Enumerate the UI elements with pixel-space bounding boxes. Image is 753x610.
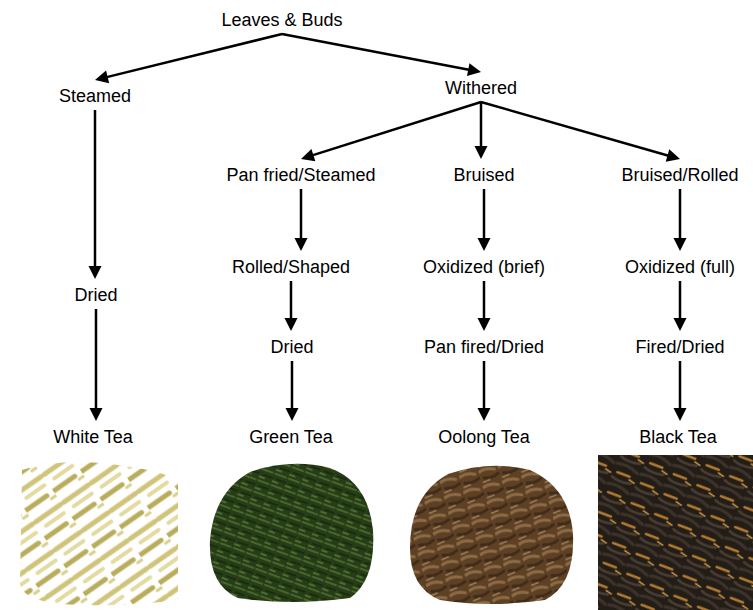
step-node: Bruised bbox=[451, 163, 516, 187]
process-arrow bbox=[674, 281, 687, 331]
step-node: Green Tea bbox=[247, 425, 335, 449]
arrow-head bbox=[674, 238, 687, 251]
arrow-line bbox=[679, 361, 682, 410]
step-label: Fired/Dried bbox=[635, 336, 724, 358]
process-arrow bbox=[477, 281, 490, 331]
process-arrow bbox=[478, 361, 491, 421]
arrow-line bbox=[291, 361, 294, 410]
arrow-line bbox=[106, 34, 282, 77]
step-node: Fired/Dried bbox=[633, 335, 726, 359]
arrow-head bbox=[285, 408, 298, 421]
step-node: Dried bbox=[72, 283, 119, 307]
black-tea-photo bbox=[598, 455, 753, 610]
arrow-line bbox=[95, 309, 98, 410]
green-tea-photo bbox=[205, 457, 375, 605]
step-node: Oxidized (brief) bbox=[421, 255, 547, 279]
step-label: Black Tea bbox=[639, 426, 717, 448]
arrow-line bbox=[679, 189, 682, 240]
process-arrow bbox=[478, 189, 491, 251]
arrow-line bbox=[290, 281, 293, 320]
step-label: Leaves & Buds bbox=[221, 9, 342, 31]
oolong-tea-photo bbox=[405, 460, 575, 608]
step-label: Oolong Tea bbox=[438, 426, 530, 448]
process-arrow bbox=[285, 281, 298, 331]
white-tea-photo bbox=[18, 456, 180, 610]
step-label: Dried bbox=[270, 336, 313, 358]
process-arrow bbox=[481, 102, 680, 162]
step-label: Pan fired/Dried bbox=[424, 336, 544, 358]
arrow-head bbox=[295, 238, 308, 251]
step-node: Oxidized (full) bbox=[623, 255, 737, 279]
process-arrow bbox=[295, 189, 308, 251]
process-arrow bbox=[301, 102, 481, 161]
step-label: Dried bbox=[74, 284, 117, 306]
step-label: Green Tea bbox=[249, 426, 333, 448]
arrow-head bbox=[301, 149, 315, 161]
arrow-line bbox=[311, 102, 481, 156]
arrow-head bbox=[475, 146, 488, 159]
arrow-head bbox=[477, 318, 490, 331]
step-node: Bruised/Rolled bbox=[619, 163, 740, 187]
process-arrow bbox=[89, 309, 102, 421]
arrow-head bbox=[88, 266, 101, 279]
black-tea-leaves bbox=[598, 455, 753, 610]
step-label: Oxidized (full) bbox=[625, 256, 735, 278]
step-label: Rolled/Shaped bbox=[232, 256, 350, 278]
process-arrow bbox=[282, 34, 481, 76]
step-label: Bruised bbox=[453, 164, 514, 186]
step-label: White Tea bbox=[53, 426, 133, 448]
step-node: Oolong Tea bbox=[436, 425, 532, 449]
arrow-line bbox=[679, 281, 682, 320]
arrow-line bbox=[483, 189, 486, 240]
process-arrow bbox=[475, 102, 488, 159]
white-tea-leaves bbox=[20, 462, 178, 605]
step-node: Withered bbox=[443, 76, 519, 100]
arrow-head bbox=[666, 149, 680, 161]
arrow-line bbox=[483, 281, 486, 320]
arrow-line bbox=[480, 102, 483, 148]
step-node: Leaves & Buds bbox=[219, 8, 344, 32]
step-node: Black Tea bbox=[637, 425, 719, 449]
green-tea-leaves bbox=[210, 464, 373, 602]
step-node: White Tea bbox=[51, 425, 135, 449]
arrow-head bbox=[95, 71, 109, 84]
arrow-line bbox=[282, 34, 470, 70]
step-node: Pan fried/Steamed bbox=[224, 163, 377, 187]
arrow-head bbox=[478, 408, 491, 421]
arrow-line bbox=[481, 102, 669, 156]
arrow-head bbox=[674, 318, 687, 331]
oolong-tea-leaves bbox=[410, 466, 573, 604]
process-arrow bbox=[285, 361, 298, 421]
step-node: Dried bbox=[268, 335, 315, 359]
arrow-head bbox=[467, 63, 481, 76]
process-arrow bbox=[95, 34, 282, 83]
step-node: Rolled/Shaped bbox=[230, 255, 352, 279]
step-label: Steamed bbox=[59, 85, 131, 107]
step-label: Oxidized (brief) bbox=[423, 256, 545, 278]
arrow-head bbox=[674, 408, 687, 421]
arrow-line bbox=[94, 110, 97, 268]
arrow-head bbox=[89, 408, 102, 421]
arrow-head bbox=[285, 318, 298, 331]
arrow-line bbox=[300, 189, 303, 240]
step-label: Pan fried/Steamed bbox=[226, 164, 375, 186]
process-arrow bbox=[674, 189, 687, 251]
process-arrow bbox=[88, 110, 101, 279]
arrow-head bbox=[478, 238, 491, 251]
step-label: Bruised/Rolled bbox=[621, 164, 738, 186]
step-node: Steamed bbox=[57, 84, 133, 108]
step-label: Withered bbox=[445, 77, 517, 99]
process-arrow bbox=[674, 361, 687, 421]
arrow-line bbox=[483, 361, 486, 410]
step-node: Pan fired/Dried bbox=[422, 335, 546, 359]
